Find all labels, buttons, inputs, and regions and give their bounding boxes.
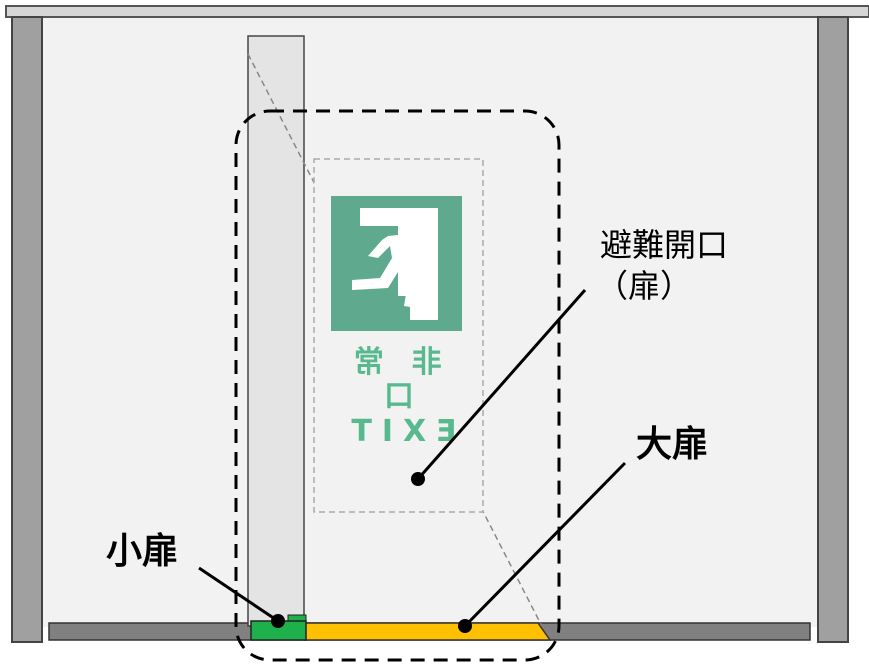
leader-large-door (458, 461, 627, 633)
door-panel (247, 35, 305, 627)
leader-evacuation-opening (411, 289, 587, 486)
exit-kanji-hi: 非 (412, 345, 442, 380)
leader-small-door (198, 566, 285, 628)
exit-pictogram (331, 196, 462, 331)
large-door (303, 622, 552, 641)
label-small-door: 小扉 (106, 531, 178, 572)
ceiling-beam (5, 5, 869, 18)
left-pillar (11, 16, 43, 643)
label-evacuation-opening-1: 避難開口 (600, 226, 728, 264)
label-evacuation-opening-2: （扉） (596, 267, 692, 305)
label-large-door: 大扉 (636, 424, 708, 465)
evacuation-opening-outline (234, 109, 561, 662)
exit-english: EXIT (341, 414, 456, 449)
exit-kanji-jou: 常 (354, 345, 384, 380)
right-pillar (817, 16, 849, 643)
exit-sign-text: 非 常 口 EXIT (341, 345, 456, 449)
exit-kanji-kuchi: 口 (384, 379, 414, 414)
